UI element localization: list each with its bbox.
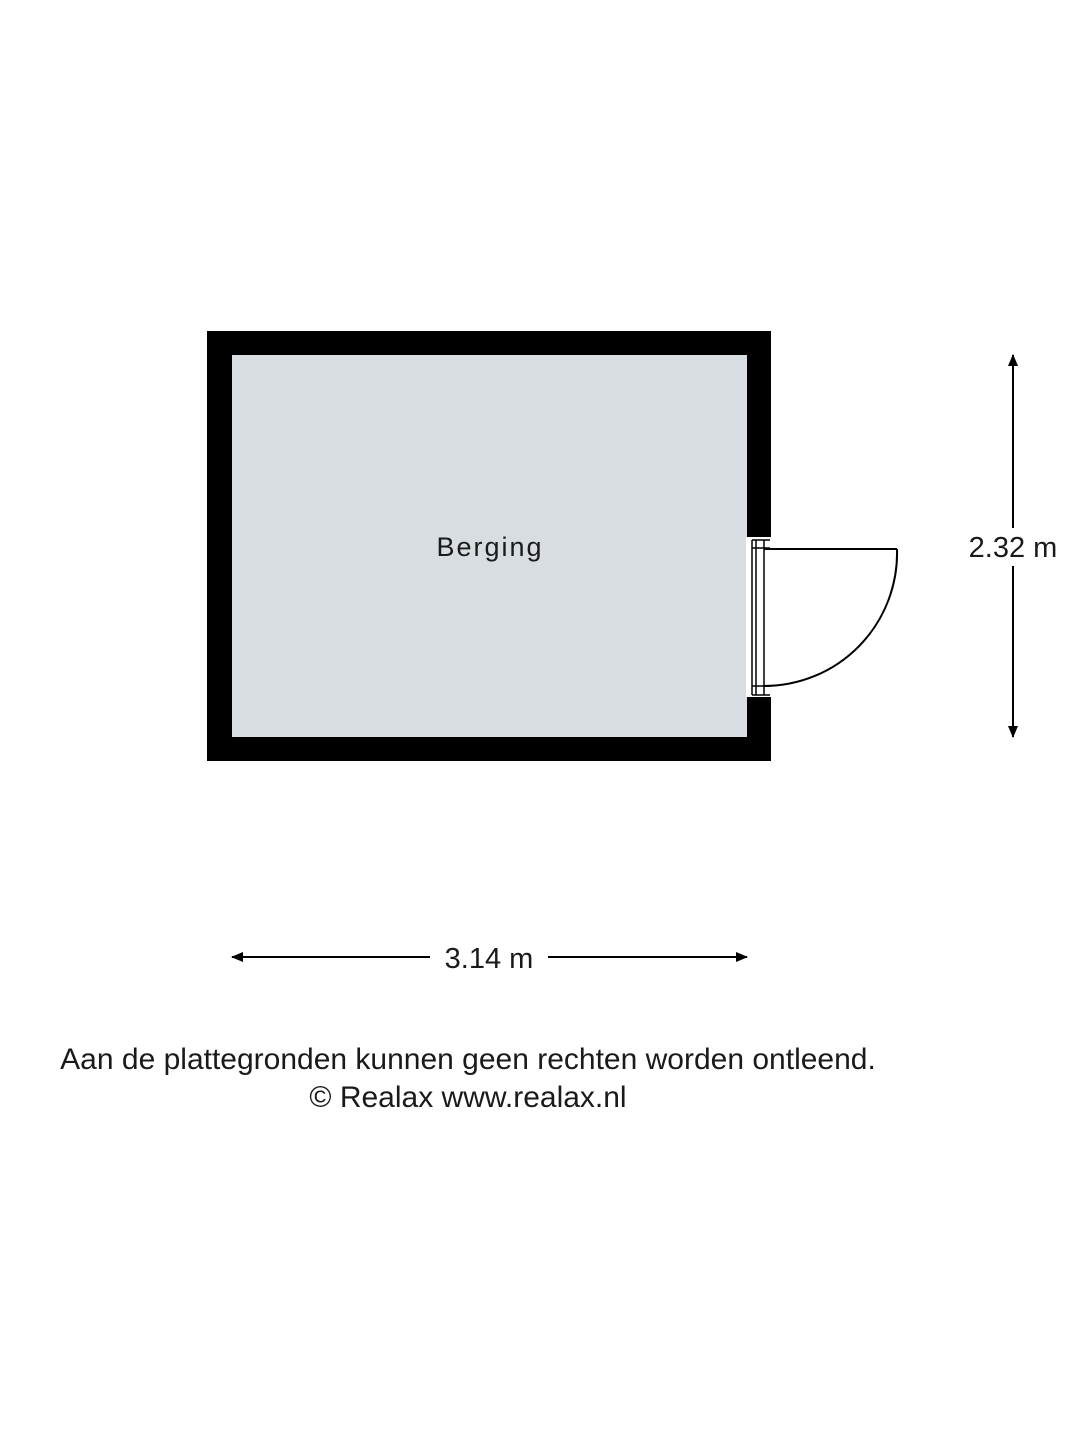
height-label: 2.32 m [969,532,1058,564]
room-label: Berging [436,532,543,562]
width-dimension: 3.14 m [231,943,748,975]
door-swing [763,548,899,687]
room-berging[interactable] [232,355,747,737]
door-opening [746,537,772,697]
height-dimension: 2.32 m [969,354,1058,738]
disclaimer-text: Aan de plattegronden kunnen geen rechten… [60,1043,876,1076]
width-label: 3.14 m [445,943,534,975]
copyright-text: © Realax www.realax.nl [309,1081,627,1114]
